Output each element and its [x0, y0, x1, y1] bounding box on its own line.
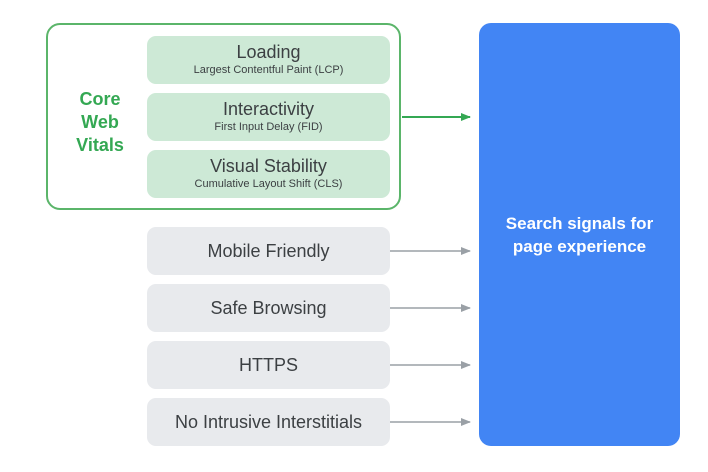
- cwv-label-line: Core: [79, 89, 121, 109]
- metric-subtitle: Cumulative Layout Shift (CLS): [194, 178, 343, 190]
- signal-mobile-friendly: Mobile Friendly: [147, 227, 390, 275]
- core-web-vitals-group: [46, 23, 401, 210]
- core-web-vitals-label: Core Web Vitals: [60, 88, 140, 157]
- signal-no-intrusive-interstitials: No Intrusive Interstitials: [147, 398, 390, 446]
- metric-subtitle: Largest Contentful Paint (LCP): [193, 64, 344, 76]
- metric-title: Interactivity: [222, 99, 315, 119]
- target-label: Search signals for page experience: [505, 213, 654, 256]
- metric-title: Visual Stability: [210, 156, 327, 176]
- cwv-label-line: Vitals: [76, 135, 124, 155]
- metric-title: Loading: [236, 42, 301, 62]
- signal-https: HTTPS: [147, 341, 390, 389]
- metric-subtitle: First Input Delay (FID): [214, 121, 323, 133]
- metric-interactivity: Interactivity First Input Delay (FID): [147, 93, 390, 141]
- cwv-label-line: Web: [81, 112, 119, 132]
- metric-visual-stability: Visual Stability Cumulative Layout Shift…: [147, 150, 390, 198]
- signal-safe-browsing: Safe Browsing: [147, 284, 390, 332]
- target-page-experience: Search signals for page experience: [479, 23, 680, 446]
- metric-loading: Loading Largest Contentful Paint (LCP): [147, 36, 390, 84]
